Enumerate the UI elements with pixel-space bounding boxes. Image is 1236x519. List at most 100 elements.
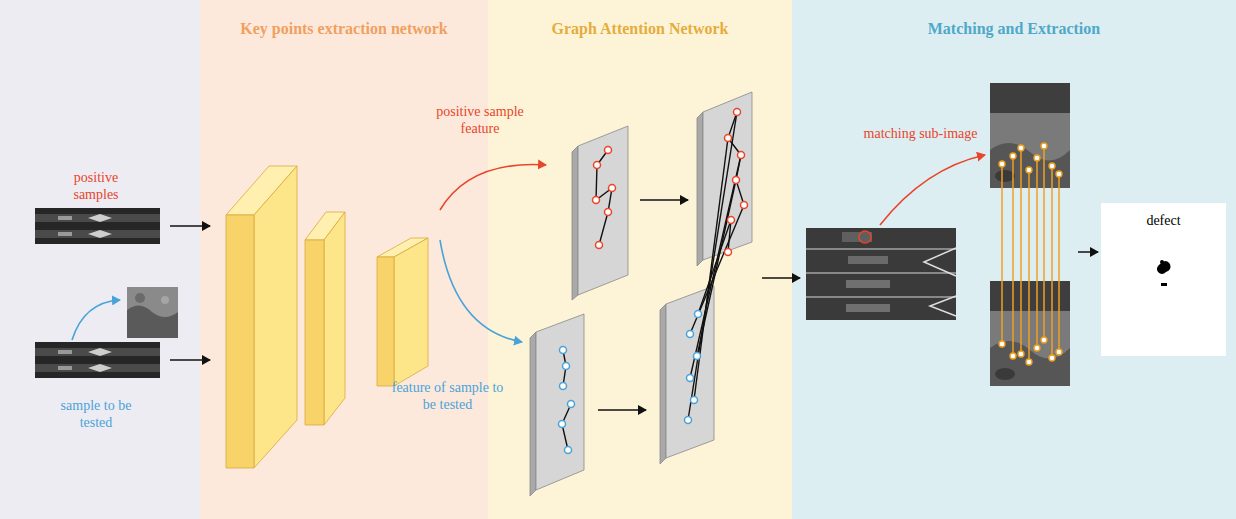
positive-keypoints (741, 202, 748, 209)
cnn-block (377, 238, 428, 386)
test-keypoints (565, 447, 572, 454)
test-sample-image (88, 364, 112, 372)
cnn-block (394, 238, 428, 386)
graph-edges (688, 112, 737, 420)
crop-image (127, 287, 178, 338)
positive-sample-image (58, 232, 72, 236)
match-lines (1028, 170, 1030, 362)
box-heading: defect (1101, 203, 1226, 229)
test-keypoints (695, 311, 702, 318)
located-strip-image (924, 248, 956, 276)
defect-blob (1157, 261, 1171, 274)
match-points (999, 341, 1005, 347)
located-strip-image (842, 232, 872, 242)
flow-arrow (640, 199, 688, 201)
test-keypoints (685, 417, 692, 424)
positive-keypoints (605, 147, 612, 154)
positive-sample-image (35, 214, 160, 222)
match-points (1041, 337, 1047, 343)
graph-edges (698, 220, 731, 314)
caption-label: sample to be tested (48, 398, 144, 432)
positive-keypoints (725, 249, 732, 256)
branch-arrow (440, 240, 522, 342)
feature-plane (536, 314, 584, 490)
match-lines (1002, 146, 1059, 362)
located-strip-image (806, 272, 956, 274)
test-sample-image (88, 348, 112, 356)
match-lines (1051, 166, 1053, 358)
match-points (999, 161, 1005, 167)
positive-keypoints (609, 185, 616, 192)
graph-edges (697, 180, 736, 356)
crop-image (161, 296, 169, 304)
flow-arrow (598, 409, 646, 411)
test-sample-image (35, 342, 160, 378)
caption-label: positive samples (56, 170, 136, 204)
graph-edges (562, 112, 744, 450)
caption-label: positive sample feature (420, 104, 540, 138)
test-sample-image (58, 350, 72, 354)
positive-keypoints (593, 197, 600, 204)
sub-image (990, 341, 1070, 386)
positive-sample-image (58, 216, 72, 220)
positive-sample-image (88, 230, 112, 238)
located-strip-image (846, 280, 890, 288)
feature-plane (530, 314, 584, 496)
positive-keypoints (594, 162, 601, 169)
match-points (1041, 143, 1047, 149)
positive-keypoints (596, 242, 603, 249)
positive-keypoints (725, 135, 732, 142)
match-points (1034, 155, 1040, 161)
feature-plane (697, 112, 703, 266)
match-arrow (880, 155, 985, 225)
located-strip-image (806, 248, 956, 250)
cnn-block (377, 257, 394, 386)
test-keypoints (560, 347, 567, 354)
located-strip-image (930, 296, 956, 316)
test-sample-image (35, 342, 160, 378)
result-box: defect (1101, 203, 1226, 356)
band-title: Matching and Extraction (792, 0, 1236, 38)
cnn-block (254, 166, 297, 468)
test-keypoints (559, 421, 566, 428)
test-keypoints (568, 401, 575, 408)
positive-keypoints (728, 217, 735, 224)
cnn-block (226, 166, 297, 468)
positive-sample-image (35, 208, 160, 244)
positive-keypoints (605, 209, 612, 216)
sub-image (995, 170, 1015, 182)
band-title: Graph Attention Network (488, 0, 792, 38)
match-points (1049, 355, 1055, 361)
graph-edges (694, 138, 728, 400)
test-keypoints (559, 311, 702, 454)
crop-image (127, 287, 178, 338)
graph-edges (728, 112, 744, 205)
located-strip-image (806, 228, 956, 320)
test-keypoints (694, 353, 701, 360)
test-keypoints (691, 397, 698, 404)
feature-plane (572, 146, 578, 300)
located-strip-image (848, 256, 888, 264)
flow-arrow (1078, 251, 1098, 253)
positive-sample-image (88, 214, 112, 222)
match-points (1056, 171, 1062, 177)
sub-image (990, 83, 1070, 113)
test-sample-image (35, 364, 160, 372)
feature-plane (572, 126, 628, 300)
flow-arrow (170, 225, 210, 227)
match-lines (1036, 158, 1038, 348)
test-keypoints (687, 331, 694, 338)
positive-keypoints (734, 109, 741, 116)
match-lines (1043, 146, 1045, 340)
positive-sample-image (35, 208, 160, 244)
test-sample-image (58, 366, 72, 370)
positive-keypoints (738, 152, 745, 159)
test-keypoints (560, 383, 567, 390)
defect-blob (1157, 260, 1171, 286)
match-points (1034, 345, 1040, 351)
match-lines (1001, 164, 1003, 344)
flow-arrow (170, 359, 210, 361)
branch-arrow (440, 165, 546, 210)
cnn-block (305, 212, 345, 425)
